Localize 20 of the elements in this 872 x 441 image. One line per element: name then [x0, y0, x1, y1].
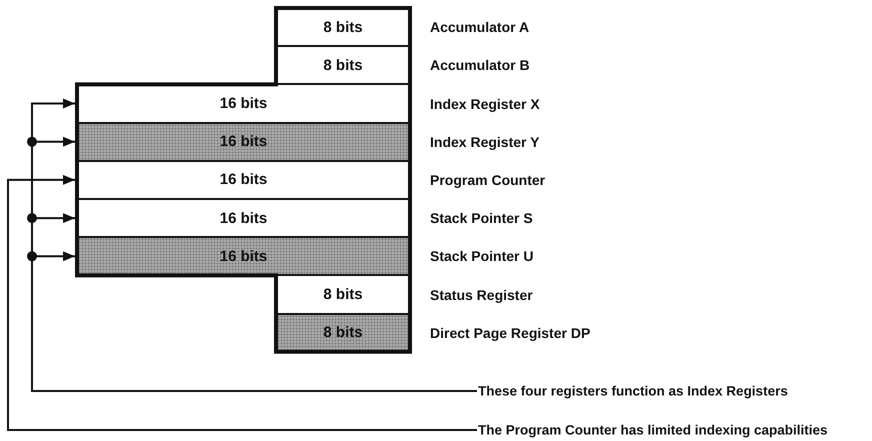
register-name: Accumulator B — [430, 57, 530, 74]
register-name: Stack Pointer U — [430, 248, 534, 264]
register-name: Program Counter — [430, 172, 546, 188]
register-name: Stack Pointer S — [430, 210, 533, 226]
register-box: 8 bits — [276, 314, 410, 352]
register-box: 8 bits — [276, 46, 410, 84]
register-box: 16 bits — [77, 199, 410, 238]
register-name: Status Register — [430, 286, 533, 302]
register-box: 16 bits — [77, 160, 410, 199]
register-name: Index Register Y — [430, 134, 540, 150]
register-name: Direct Page Register DP — [430, 324, 590, 341]
register-name: Index Register X — [430, 96, 540, 112]
note-text: These four registers function as Index Registers — [478, 384, 788, 398]
arrow — [7, 174, 477, 431]
register-box: 16 bits — [77, 237, 410, 276]
register-box: 16 bits — [77, 84, 410, 123]
register-box: 16 bits — [77, 122, 410, 161]
register-name: Accumulator A — [430, 19, 530, 36]
note-text: The Program Counter has limited indexing capabilities — [478, 422, 828, 438]
register-box: 8 bits — [276, 275, 410, 314]
